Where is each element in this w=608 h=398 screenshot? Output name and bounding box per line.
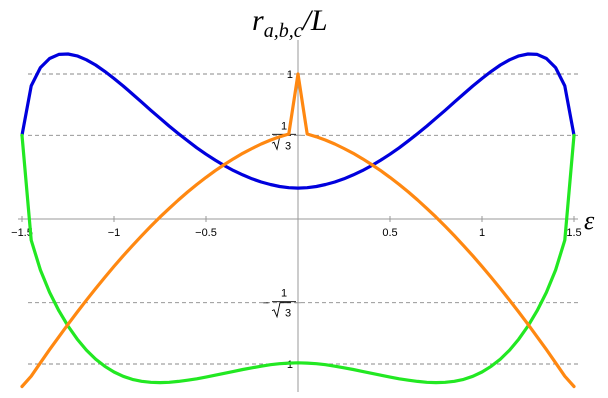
x-tick-label: −1.5 [11,227,33,239]
title-subscript: a,b,c [264,20,303,42]
y-tick-numerator: 1 [281,288,287,300]
y-tick-label: 1 [287,69,293,81]
series-line-2 [20,72,576,389]
title-main: r [252,4,264,37]
title-tail: /L [301,4,328,37]
y-tick-sign: − [263,298,269,310]
series-line-1 [20,133,576,385]
x-tick-label: 1.5 [566,227,581,239]
x-tick-label: −1 [108,227,121,239]
y-tick-denominator: 3 [285,140,291,152]
sqrt-sign [271,302,291,319]
axes [18,40,578,392]
x-ticks: −1.5 −1 −0.5 0.5 1 1.5 [11,216,582,239]
x-axis-label: ε [584,206,595,235]
x-tick-label: −0.5 [195,227,217,239]
x-tick-label: 1 [479,227,485,239]
chart-title: ra,b,c/L [252,4,328,42]
series-line-0 [20,52,576,190]
x-tick-label: 0.5 [382,227,397,239]
y-tick-denominator: 3 [285,308,291,320]
y-tick-numerator: 1 [281,120,287,132]
series-group [20,52,576,389]
y-ticks: 113−13−1 [263,69,301,371]
y-tick-fraction: −1 3 [263,288,296,320]
